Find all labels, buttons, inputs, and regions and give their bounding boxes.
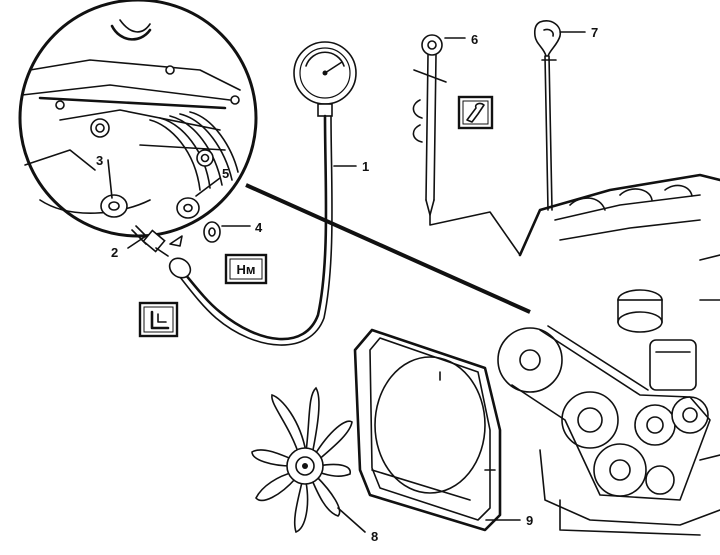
leader-lines (107, 31, 586, 533)
fan-shroud-9 (353, 328, 502, 532)
callout-8: 8 (371, 529, 378, 544)
callout-6: 6 (471, 32, 478, 47)
torque-label: Нм (236, 262, 255, 277)
callout-7: 7 (591, 25, 598, 40)
fitting-4 (203, 221, 221, 243)
engine-block (497, 173, 720, 536)
callout-9: 9 (526, 513, 533, 528)
callout-5: 5 (222, 166, 229, 181)
gauge-hose (168, 114, 333, 346)
washer-3 (100, 194, 128, 218)
arrow-icon (169, 235, 183, 247)
detail-magnifier (18, 0, 258, 238)
tool-symbol (138, 301, 179, 338)
cooling-fan-8 (251, 386, 353, 534)
sensor-5 (176, 197, 200, 219)
pressure-gauge (293, 41, 357, 117)
threaded-adapter-2 (131, 225, 169, 257)
pointer-line (245, 183, 531, 314)
callout-1: 1 (362, 159, 369, 174)
dipstick-7 (533, 20, 562, 211)
callout-3: 3 (96, 153, 103, 168)
dipstick-6 (412, 34, 521, 256)
socket-wrench-symbol (457, 95, 494, 130)
ribbed-housing (139, 111, 239, 191)
callout-4: 4 (255, 220, 263, 235)
torque-symbol: Нм (224, 253, 268, 285)
callout-2: 2 (111, 245, 118, 260)
